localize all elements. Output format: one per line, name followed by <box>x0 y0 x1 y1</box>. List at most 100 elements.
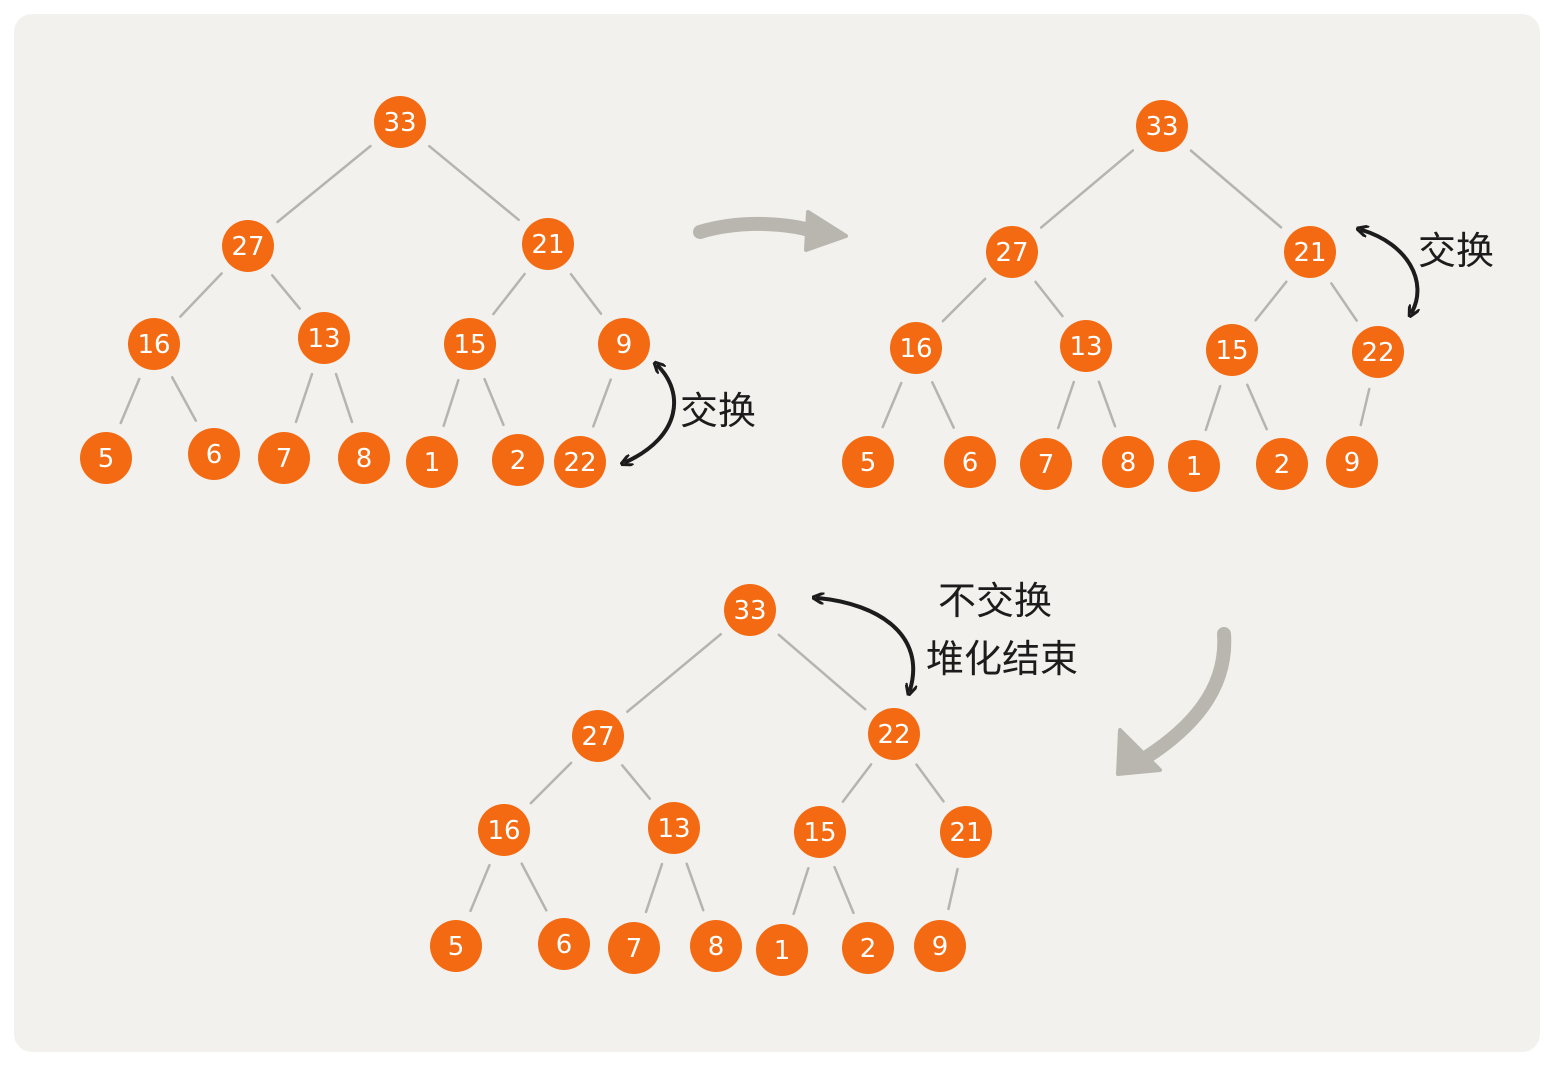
tree-step-3-edge <box>626 633 722 713</box>
tree-step-2-edge <box>1097 380 1117 428</box>
node-circle <box>608 922 660 974</box>
tree-step-2-node: 27 <box>986 226 1038 278</box>
tree-step-3-edge <box>792 866 810 916</box>
node-circle <box>80 432 132 484</box>
node-value: 8 <box>708 932 725 962</box>
node-value: 5 <box>860 448 877 478</box>
node-circle <box>374 96 426 148</box>
node-circle <box>794 806 846 858</box>
node-circle <box>1326 436 1378 488</box>
tree-step-1-edge <box>270 274 302 310</box>
node-value: 7 <box>1038 450 1055 480</box>
node-circle <box>258 432 310 484</box>
node-value: 33 <box>733 596 766 626</box>
flow-arrow-right <box>693 210 848 252</box>
node-circle <box>842 436 894 488</box>
tree-step-2-edge <box>1359 387 1371 427</box>
node-value: 2 <box>860 934 877 964</box>
node-circle <box>1020 438 1072 490</box>
tree-step-1-node: 5 <box>80 432 132 484</box>
tree-step-2-node: 1 <box>1168 440 1220 492</box>
node-circle <box>756 924 808 976</box>
node-value: 21 <box>1293 238 1326 268</box>
tree-step-2-node: 2 <box>1256 438 1308 490</box>
tree-step-2-node: 8 <box>1102 436 1154 488</box>
node-value: 27 <box>995 238 1028 268</box>
node-value: 6 <box>206 440 223 470</box>
node-value: 2 <box>1274 450 1291 480</box>
tree-step-3-node: 9 <box>914 920 966 972</box>
node-circle <box>648 802 700 854</box>
tree-step-3-node: 7 <box>608 922 660 974</box>
tree-step-2-edge <box>881 381 903 429</box>
node-circle <box>188 428 240 480</box>
tree-step-2-node: 5 <box>842 436 894 488</box>
node-circle <box>1136 100 1188 152</box>
tree-step-1-edge <box>179 272 223 318</box>
node-circle <box>1352 326 1404 378</box>
tree-step-1-node: 16 <box>128 318 180 370</box>
swap-arrow-1 <box>626 366 677 462</box>
tree-step-2-edge <box>1189 149 1283 229</box>
node-circle <box>128 318 180 370</box>
tree-step-3-edge <box>777 633 867 711</box>
tree-step-2-edge <box>1246 383 1268 431</box>
tree-step-2-node: 21 <box>1284 226 1336 278</box>
node-circle <box>538 918 590 970</box>
node-value: 1 <box>1186 452 1203 482</box>
node-circle <box>298 312 350 364</box>
tree-step-1-node: 33 <box>374 96 426 148</box>
tree-step-2-node: 16 <box>890 322 942 374</box>
node-value: 8 <box>356 444 373 474</box>
node-value: 21 <box>531 230 564 260</box>
tree-step-2-node: 33 <box>1136 100 1188 152</box>
no-swap-label: 不交换 <box>938 579 1052 623</box>
tree-step-3-edge <box>469 863 491 913</box>
node-circle <box>478 804 530 856</box>
node-circle <box>724 584 776 636</box>
node-circle <box>842 922 894 974</box>
tree-step-1-node: 1 <box>406 436 458 488</box>
tree-step-1-node: 7 <box>258 432 310 484</box>
tree-step-3-edge <box>644 862 664 914</box>
tree-step-1-edge <box>276 144 372 224</box>
node-circle <box>914 920 966 972</box>
tree-step-2-node: 7 <box>1020 438 1072 490</box>
node-circle <box>1206 324 1258 376</box>
tree-step-3-node: 6 <box>538 918 590 970</box>
tree-step-2-edge <box>1039 149 1135 229</box>
tree-step-1-node: 9 <box>598 318 650 370</box>
tree-step-3-edge <box>520 862 548 912</box>
tree-step-3-node: 16 <box>478 804 530 856</box>
tree-step-3-edge <box>620 764 652 800</box>
node-value: 22 <box>563 448 596 478</box>
tree-step-1-edge <box>294 372 314 424</box>
tree-step-2-edge <box>1254 280 1288 322</box>
node-value: 16 <box>899 334 932 364</box>
tree-step-1-edge <box>119 377 141 425</box>
node-circle <box>986 226 1038 278</box>
node-value: 7 <box>626 934 643 964</box>
node-circle <box>868 708 920 760</box>
edges-layer <box>119 144 1371 916</box>
tree-step-1-node: 21 <box>522 218 574 270</box>
node-circle <box>1102 436 1154 488</box>
node-circle <box>444 318 496 370</box>
tree-step-2-node: 13 <box>1060 320 1112 372</box>
tree-step-1-node: 6 <box>188 428 240 480</box>
node-value: 15 <box>453 330 486 360</box>
swap-arrow-3 <box>818 598 913 690</box>
heapify-done-label: 堆化结束 <box>926 637 1078 681</box>
tree-step-1-edge <box>442 378 460 428</box>
node-value: 1 <box>424 448 441 478</box>
tree-step-3-node: 22 <box>868 708 920 760</box>
node-value: 16 <box>487 816 520 846</box>
node-circle <box>598 318 650 370</box>
tree-step-3-edge <box>915 763 945 803</box>
node-value: 9 <box>616 330 633 360</box>
node-circle <box>690 920 742 972</box>
node-value: 27 <box>581 722 614 752</box>
tree-step-3-edge <box>947 867 959 911</box>
node-value: 15 <box>1215 336 1248 366</box>
